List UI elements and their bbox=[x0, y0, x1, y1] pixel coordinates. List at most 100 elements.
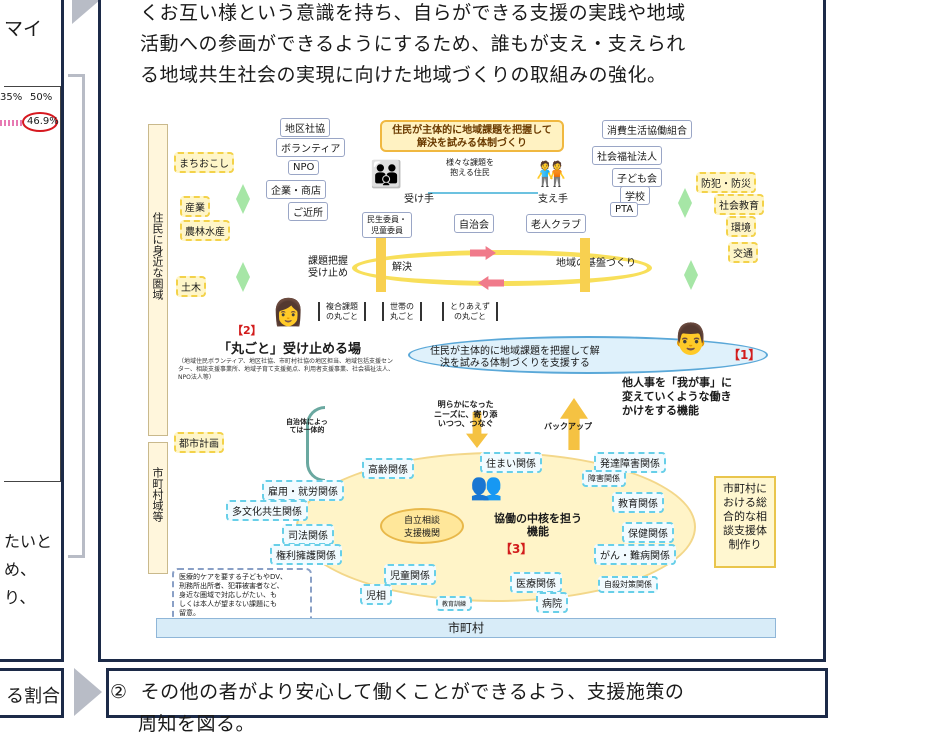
tag-sangyo: 産業 bbox=[180, 196, 210, 217]
bottom-item-panel bbox=[106, 668, 828, 718]
band-label: 市町村域等 bbox=[151, 467, 164, 522]
receiver-label: 受け手 bbox=[404, 194, 434, 205]
left-body-line: め、 bbox=[4, 560, 37, 579]
arrow-down-label: 明らかになった ニーズに、寄り添 いつつ、つなぐ bbox=[434, 400, 498, 429]
marker-3: 【3】 bbox=[500, 542, 533, 556]
jichitai-label: 自治体によっ ては一体的 bbox=[286, 418, 328, 435]
jichikai-box: 自治会 bbox=[454, 214, 494, 233]
tag-kankyo: 環境 bbox=[726, 216, 756, 237]
left-band-bottom-label: 市町村域等 bbox=[149, 467, 165, 525]
left-panel bbox=[0, 0, 64, 662]
tag-tabunka: 多文化共生関係 bbox=[226, 500, 308, 521]
tag-shogai: 障害関係 bbox=[582, 470, 626, 487]
function-text: 他人事を「我が事」に 変えていくような働き かけをする機能 bbox=[622, 376, 732, 417]
tag-koyo: 雇用・就労関係 bbox=[262, 480, 344, 501]
marker-2: 【2】 bbox=[232, 324, 262, 337]
tag-gokinjo: ご近所 bbox=[288, 202, 328, 221]
tag-iryo: 医療関係 bbox=[510, 572, 562, 593]
tag-npo: NPO bbox=[288, 160, 320, 175]
marker-1: 【1】 bbox=[728, 348, 761, 362]
marugoto-note: （地域住民ボランティア、地区社協、市町村社協の地区担当、地域包括支援センター、相… bbox=[178, 358, 394, 381]
up-down-arrow bbox=[376, 238, 386, 292]
bottom-item: ② その他の者がより安心して働くことができるよう、支援施策の 周知を図る。 bbox=[110, 676, 684, 740]
tag-doboku: 土木 bbox=[176, 276, 206, 297]
up-down-arrow bbox=[580, 238, 590, 292]
tag-kyoiku: 教育関係 bbox=[612, 492, 664, 513]
man-icon: 👨 bbox=[672, 322, 710, 357]
top-center-title: 住民が主体的に地域課題を把握して 解決を試みる体制づくり bbox=[380, 120, 564, 152]
connector-bracket bbox=[68, 74, 85, 558]
support-ellipse bbox=[408, 336, 768, 374]
axis-tick-50: 50% bbox=[30, 92, 53, 103]
bracket-toriaezu: とりあえず の丸ごと bbox=[442, 302, 498, 322]
left-band-top-label: 住民に身近な圏域 bbox=[149, 212, 165, 304]
rojin-club-box: 老人クラブ bbox=[526, 214, 586, 233]
tag-kyoiku-kunren: 教育訓練 bbox=[436, 596, 473, 611]
tag-toshikeikaku: 都市計画 bbox=[174, 432, 224, 453]
tag-kigyo: 企業・商店 bbox=[266, 180, 326, 199]
tag-hoken: 保健関係 bbox=[622, 522, 674, 543]
left-panel-top-text: マイ bbox=[4, 18, 43, 40]
woman-icon: 👩 bbox=[272, 298, 305, 328]
tag-sumai: 住まい関係 bbox=[480, 452, 542, 473]
left-body-line: り、 bbox=[4, 588, 36, 607]
kyodo-title: 協働の中核を担う 機能 bbox=[494, 512, 582, 539]
arrow-up-label: バックアップ bbox=[544, 422, 592, 431]
tag-shakai-kyoiku: 社会教育 bbox=[714, 194, 764, 215]
left-chart-frame bbox=[4, 86, 61, 482]
supporter-label: 支え手 bbox=[538, 194, 568, 205]
tag-gan: がん・難病関係 bbox=[594, 544, 676, 565]
ellipse-label-kadai: 課題把握 受け止め bbox=[308, 256, 348, 279]
tag-kodomokai: 子ども会 bbox=[612, 168, 662, 187]
tag-kotsu: 交通 bbox=[728, 242, 758, 263]
supporters-icon: 🧑‍🤝‍🧑 bbox=[536, 160, 566, 188]
tag-bohan: 防犯・防災 bbox=[696, 172, 756, 193]
pink-arrow bbox=[470, 246, 496, 260]
tag-norin: 農林水産 bbox=[180, 220, 230, 241]
pink-arrow bbox=[478, 276, 504, 290]
highlight-circle bbox=[22, 112, 58, 132]
tag-hattatsu: 発達障害関係 bbox=[594, 452, 666, 473]
connector-arrow-top bbox=[72, 0, 100, 24]
paragraph-line: 活動への参画ができるようにするため、誰もが支え・支えられ bbox=[140, 33, 686, 55]
value-label: 46.9% bbox=[27, 116, 59, 127]
minsei-iin-box: 民生委員・ 児童委員 bbox=[362, 212, 412, 238]
left-bottom-panel bbox=[0, 668, 64, 718]
left-band-top bbox=[148, 124, 168, 436]
bracket-setai: 世帯の 丸ごと bbox=[382, 302, 422, 322]
tag-pta: PTA bbox=[610, 202, 639, 217]
tag-jiso: 児相 bbox=[360, 584, 392, 605]
paragraph-line: くお互い様という意識を持ち、自らができる支援の実践や地域 bbox=[140, 2, 686, 24]
left-bottom-text: る割合 bbox=[6, 686, 60, 707]
tag-jisatsu: 自殺対策関係 bbox=[598, 576, 658, 593]
bottom-bar: 市町村 bbox=[156, 618, 776, 638]
left-band-bottom bbox=[148, 442, 168, 574]
bottom-line: 周知を図る。 bbox=[138, 713, 256, 735]
green-diamond bbox=[684, 260, 698, 290]
tag-shiho: 司法関係 bbox=[282, 524, 334, 545]
axis-tick-35: 35% bbox=[0, 92, 23, 103]
main-panel bbox=[98, 0, 826, 662]
people-group-icon: 👥 bbox=[470, 472, 503, 502]
tag-chiku-shakyo: 地区社協 bbox=[280, 118, 330, 137]
left-body-line: たいと bbox=[4, 532, 53, 551]
paragraph-line: る地域共生社会の実現に向けた地域づくりの取組みの強化。 bbox=[140, 64, 667, 86]
marugoto-title: 「丸ごと」受け止める場 bbox=[218, 342, 362, 357]
tag-jido: 児童関係 bbox=[384, 564, 436, 585]
right-side-box: 市町村に おける総 合的な相 談支援体 制作り bbox=[714, 476, 776, 568]
chart-bar bbox=[0, 120, 22, 126]
band-label: 住民に身近な圏域 bbox=[151, 212, 164, 300]
family-icon: 👪 bbox=[370, 160, 403, 190]
tag-byoin: 病院 bbox=[536, 592, 568, 613]
ellipse-label-kiban: 地域の基盤づくり bbox=[556, 258, 636, 269]
main-paragraph: くお互い様という意識を持ち、自らができる支援の実践や地域 活動への参画ができるよ… bbox=[140, 0, 686, 91]
center-support-box: 自立相談 支援機関 bbox=[380, 508, 464, 544]
tag-kenri: 権利擁護関係 bbox=[270, 544, 342, 565]
bottom-line: その他の者がより安心して働くことができるよう、支援施策の bbox=[140, 681, 685, 703]
tag-machiokoshi: まちおこし bbox=[174, 152, 234, 173]
green-diamond bbox=[236, 184, 250, 214]
tag-shakai-fukushi: 社会福祉法人 bbox=[592, 146, 662, 165]
exchange-arrow bbox=[428, 192, 538, 194]
center-caption: 様々な課題を 抱える住民 bbox=[446, 158, 494, 177]
green-diamond bbox=[678, 188, 692, 218]
